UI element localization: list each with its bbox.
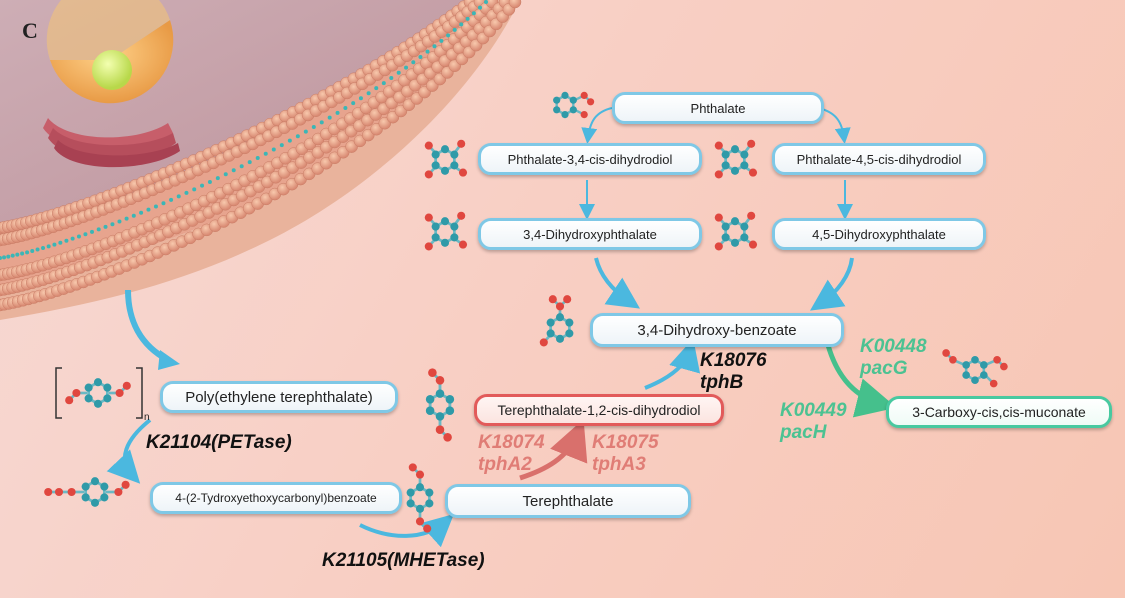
arrow-45-dhp-to-dhb: [810, 257, 854, 311]
enzyme-k18075-tpha3: K18075 tphA3: [592, 432, 659, 475]
molecule-icon: [406, 463, 434, 533]
enzyme-k00449-pach: K00449 pacH: [780, 400, 847, 443]
molecule-icon: [425, 368, 455, 442]
molecule-icon: [553, 91, 595, 119]
enzyme-k18074-tpha2: K18074 tphA2: [478, 432, 545, 475]
arrow-pet-to-mhet: [106, 418, 152, 484]
arrow-dhb-to-muconate: [825, 344, 897, 418]
arrow-diol-to-dhb: [644, 338, 701, 390]
molecule-icon: [65, 378, 131, 408]
panel-label: C: [22, 18, 38, 43]
molecule-icon: [539, 295, 574, 347]
arrow-phthalate-to-34: [581, 107, 613, 144]
polymer-subscript: n: [144, 412, 150, 423]
molecule-icon: [714, 211, 758, 251]
node-terephthalate: Terephthalate: [445, 484, 691, 518]
molecule-icon: [714, 139, 758, 179]
enzyme-petase: K21104(PETase): [146, 432, 292, 453]
arrow-tpa-to-diol: [519, 419, 588, 481]
molecule-icon: [942, 349, 1008, 388]
node-phthalate-34-dihydrodiol: Phthalate-3,4-cis-dihydrodiol: [478, 143, 702, 175]
enzyme-k00448-pacg: K00448 pacG: [860, 336, 927, 379]
node-terephthalate-diol: Terephthalate-1,2-cis-dihydrodiol: [474, 394, 724, 426]
arrow-mhet-to-tpa: [359, 513, 454, 548]
molecule-icon: [44, 477, 130, 507]
molecule-icon: [424, 139, 468, 179]
node-34-dihydroxyphthalate: 3,4-Dihydroxyphthalate: [478, 218, 702, 250]
arrow-34-dhp-to-dhb: [594, 257, 640, 309]
node-phthalate-45-dihydrodiol: Phthalate-4,5-cis-dihydrodiol: [772, 143, 986, 175]
enzyme-k18076-tphb: K18076 tphB: [700, 350, 767, 393]
node-carboxy-muconate: 3-Carboxy-cis,cis-muconate: [886, 396, 1112, 428]
molecule-icon: [424, 211, 468, 251]
node-pet: Poly(ethylene terephthalate): [160, 381, 398, 413]
node-45-dihydroxyphthalate: 4,5-Dihydroxyphthalate: [772, 218, 986, 250]
polymer-brackets: [55, 367, 143, 419]
node-phthalate: Phthalate: [612, 92, 824, 124]
node-34-dihydroxy-benzoate: 3,4-Dihydroxy-benzoate: [590, 313, 844, 347]
node-mhet: 4-(2-Tydroxyethoxycarbonyl)benzoate: [150, 482, 402, 514]
enzyme-mhetase: K21105(MHETase): [322, 550, 485, 571]
